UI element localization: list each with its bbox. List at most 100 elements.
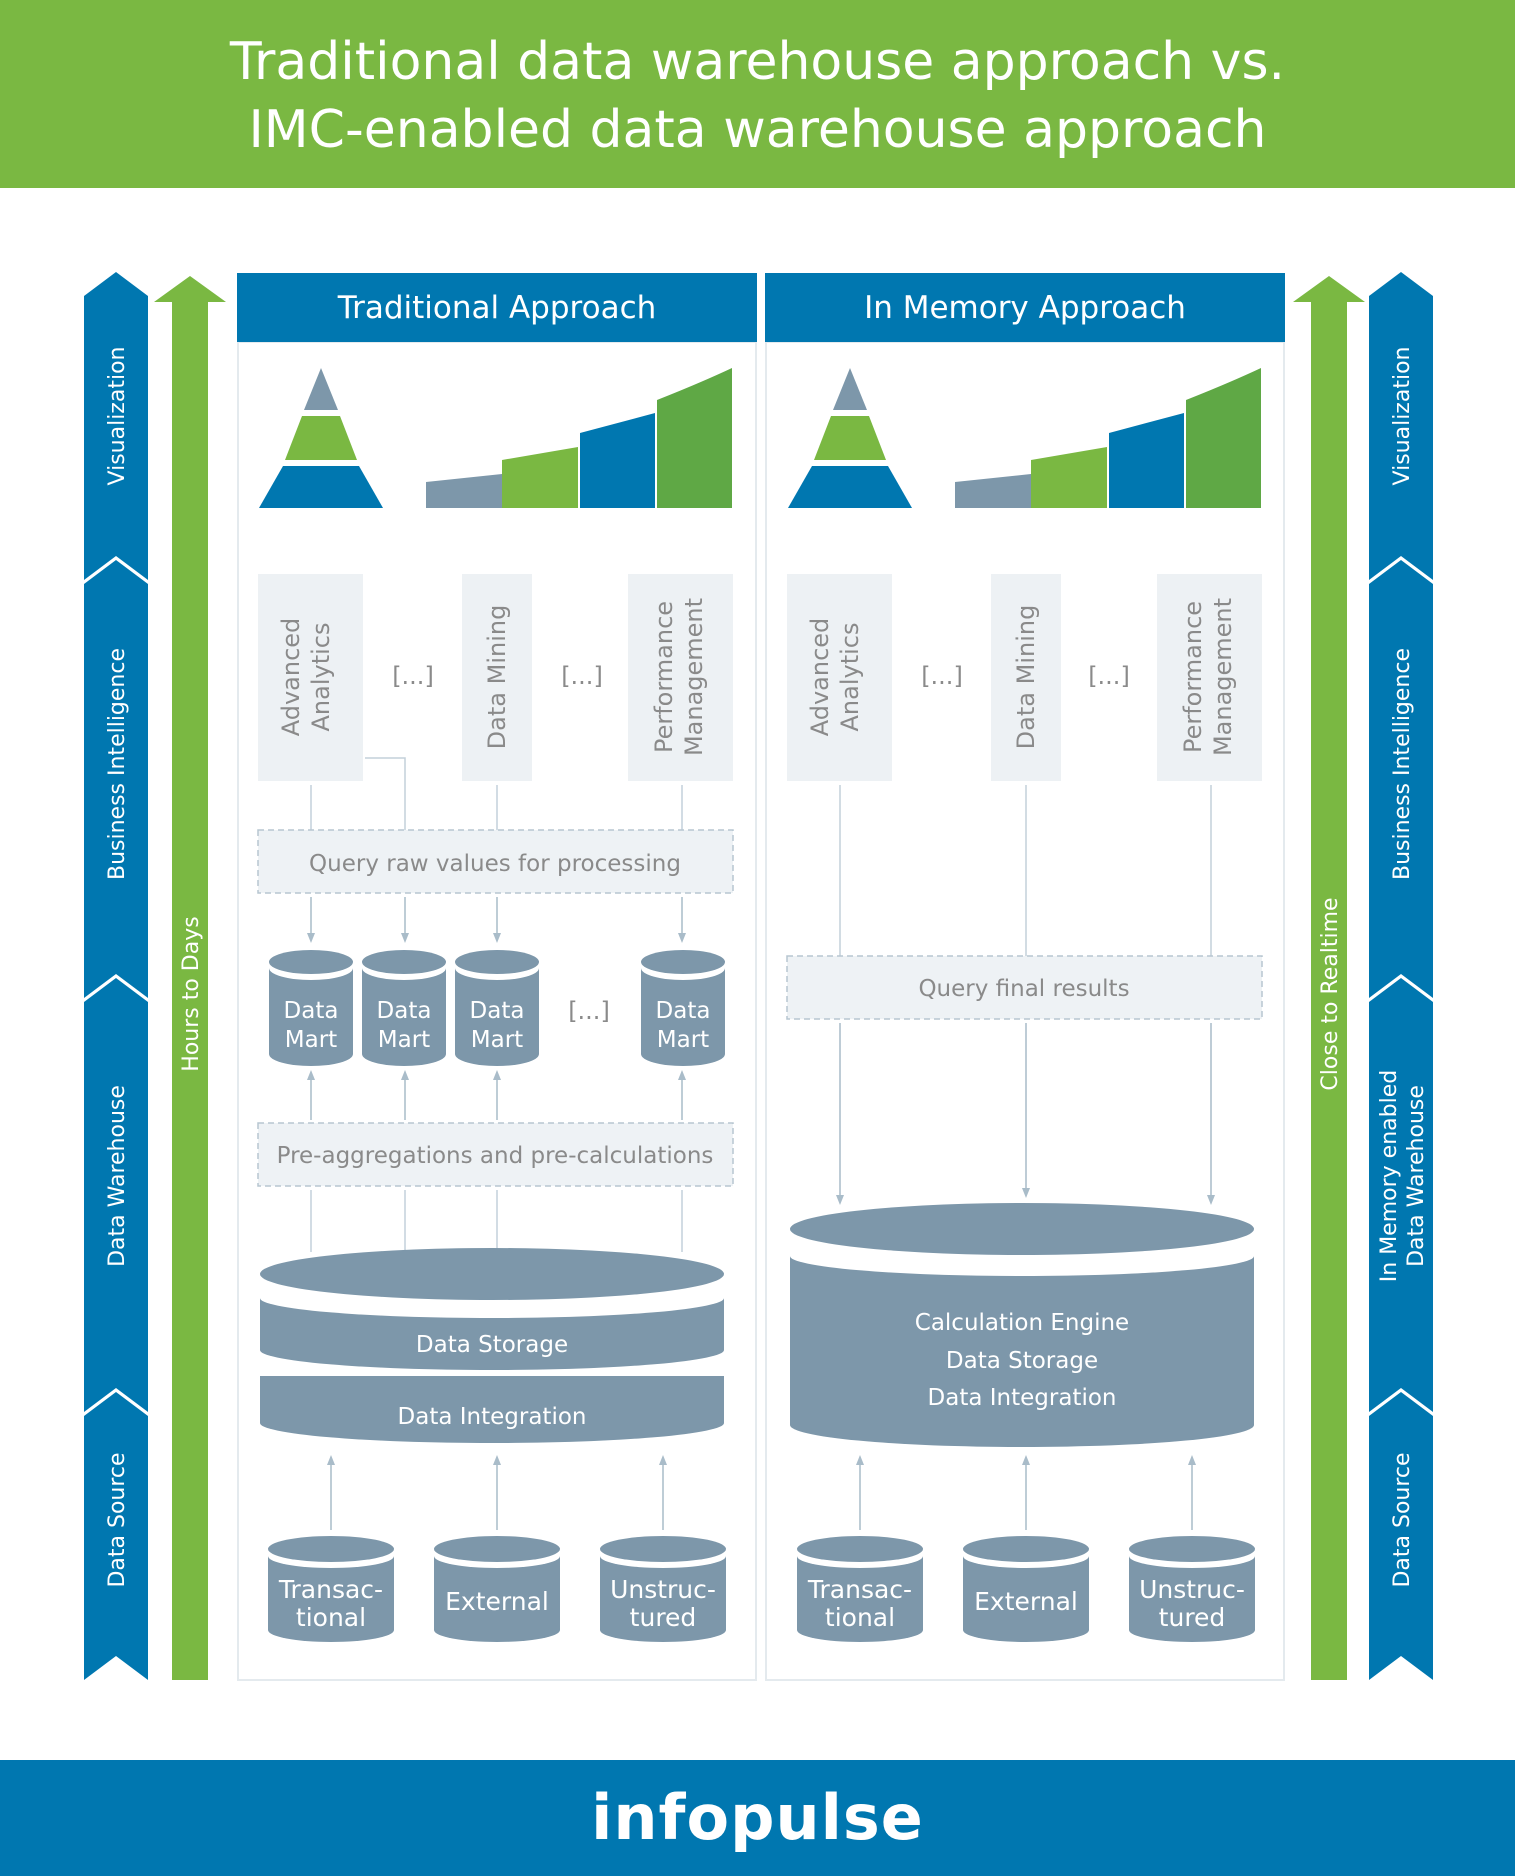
traditional-title: Traditional Approach <box>337 290 657 326</box>
bi-tool-advanced-analytics-line2: Analytics <box>836 623 864 732</box>
left-ribbon-visualization <box>84 272 148 580</box>
bi-tool-ellipsis-1: [...] <box>392 662 434 690</box>
storage-connectors <box>310 1190 683 1252</box>
bi-tool-advanced-analytics[interactable] <box>787 574 892 781</box>
infopulse-logo[interactable]: infopulse <box>591 1781 924 1854</box>
left-layer-business-intelligence: Business Intelligence <box>105 648 130 880</box>
in-memory-approach-panel: In Memory Approach Advanced Analytics [.… <box>765 273 1285 1681</box>
engine-data-storage-label: Data Storage <box>946 1348 1098 1374</box>
source-external-label: External <box>974 1587 1078 1616</box>
right-ribbon-visualization <box>1369 272 1433 580</box>
right-layer-data-source: Data Source <box>1390 1452 1415 1587</box>
source-transactional[interactable]: Transac- tional <box>797 1536 923 1642</box>
left-ribbon-data-warehouse <box>84 978 148 1412</box>
source-external[interactable]: External <box>963 1536 1089 1642</box>
hours-to-days-label: Hours to Days <box>179 916 204 1071</box>
source-unstructured[interactable]: Unstruc- tured <box>1129 1536 1255 1642</box>
data-mart-2[interactable]: Data Mart <box>362 950 446 1066</box>
left-layer-data-warehouse: Data Warehouse <box>105 1085 130 1267</box>
query-to-engine-arrows <box>836 1023 1215 1205</box>
data-mart-2-line2: Mart <box>378 1027 430 1053</box>
right-layer-visualization: Visualization <box>1390 347 1415 486</box>
source-to-integration-arrows <box>327 1455 667 1530</box>
bi-tool-data-mining-label: Data Mining <box>1012 605 1040 750</box>
right-ribbon-business-intelligence <box>1369 560 1433 998</box>
bi-tool-ellipsis-1: [...] <box>921 662 963 690</box>
source-unstructured-line1: Unstruc- <box>1139 1575 1245 1604</box>
data-mart-1[interactable]: Data Mart <box>269 950 353 1066</box>
bi-tool-performance-management[interactable] <box>1157 574 1262 781</box>
traditional-approach-panel: Traditional Approach Advanced Analytics … <box>237 273 757 1681</box>
query-final-results-box <box>786 955 1263 1020</box>
source-unstructured-line1: Unstruc- <box>610 1575 716 1604</box>
bi-tool-ellipsis-2: [...] <box>1088 662 1130 690</box>
query-raw-values-label: Query raw values for processing <box>309 851 681 877</box>
right-layer-in-memory-enabled: In Memory enabled <box>1377 1070 1402 1282</box>
source-transactional-line1: Transac- <box>807 1575 912 1604</box>
pre-aggregations-label: Pre-aggregations and pre-calculations <box>277 1143 714 1169</box>
right-ribbon-data-source <box>1369 1392 1433 1680</box>
right-layer-business-intelligence: Business Intelligence <box>1390 648 1415 880</box>
bi-tool-advanced-analytics-line1: Advanced <box>277 618 305 737</box>
source-transactional-line2: tional <box>296 1603 366 1632</box>
bi-tool-performance-management[interactable] <box>628 574 733 781</box>
bi-tool-data-mining[interactable] <box>991 574 1061 781</box>
growth-chart-icon <box>955 368 1261 508</box>
left-ribbon-business-intelligence <box>84 560 148 998</box>
bi-tool-data-mining[interactable] <box>462 574 532 781</box>
left-time-arrow: Hours to Days <box>154 276 226 1680</box>
growth-chart-icon <box>426 368 732 508</box>
close-to-realtime-arrow <box>1293 276 1365 1680</box>
bi-connectors <box>839 785 1212 956</box>
close-to-realtime-label: Close to Realtime <box>1318 897 1343 1090</box>
source-external-label: External <box>445 1587 549 1616</box>
data-mart-ellipsis: [...] <box>568 997 610 1025</box>
left-ribbon-data-source <box>84 1392 148 1680</box>
page-header: Traditional data warehouse approach vs. … <box>0 0 1515 188</box>
query-to-mart-arrows <box>307 897 686 943</box>
bi-tool-performance-management-line1: Performance <box>1179 601 1207 753</box>
traditional-title-bar <box>237 273 757 342</box>
source-transactional-line1: Transac- <box>278 1575 383 1604</box>
bi-tool-performance-management-line1: Performance <box>650 601 678 753</box>
left-layer-visualization: Visualization <box>105 347 130 486</box>
calculation-engine-cylinder[interactable]: Calculation Engine Data Storage Data Int… <box>790 1203 1254 1447</box>
data-mart-3[interactable]: Data Mart <box>455 950 539 1066</box>
page-title-line-2: IMC-enabled data warehouse approach <box>248 100 1267 160</box>
pyramid-icon <box>788 368 912 508</box>
hours-to-days-arrow <box>154 276 226 1680</box>
right-ribbon-data-warehouse <box>1369 978 1433 1412</box>
bi-tool-advanced-analytics-line1: Advanced <box>806 618 834 737</box>
data-mart-4[interactable]: Data Mart <box>641 950 725 1066</box>
engine-data-integration-label: Data Integration <box>928 1385 1117 1411</box>
bi-tool-advanced-analytics-line2: Analytics <box>307 623 335 732</box>
source-external[interactable]: External <box>434 1536 560 1642</box>
bi-tool-advanced-analytics[interactable] <box>258 574 363 781</box>
bi-tool-data-mining-label: Data Mining <box>483 605 511 750</box>
calculation-engine-label: Calculation Engine <box>915 1310 1129 1336</box>
left-layer-data-source: Data Source <box>105 1452 130 1587</box>
data-mart-4-line1: Data <box>656 998 711 1024</box>
preagg-to-mart-arrows <box>307 1070 686 1120</box>
data-mart-3-line1: Data <box>470 998 525 1024</box>
data-storage-cylinder[interactable]: Data Storage Data Integration <box>260 1248 724 1443</box>
query-final-results-label: Query final results <box>918 976 1129 1002</box>
page-title-line-1: Traditional data warehouse approach vs. <box>229 32 1286 92</box>
source-transactional-line2: tional <box>825 1603 895 1632</box>
source-unstructured[interactable]: Unstruc- tured <box>600 1536 726 1642</box>
data-mart-4-line2: Mart <box>657 1027 709 1053</box>
right-time-arrow: Close to Realtime <box>1293 276 1365 1680</box>
in-memory-title-bar <box>765 273 1285 342</box>
bi-tool-performance-management-line2: Management <box>680 598 708 756</box>
source-to-engine-arrows <box>856 1455 1196 1530</box>
source-transactional[interactable]: Transac- tional <box>268 1536 394 1642</box>
data-mart-2-line1: Data <box>377 998 432 1024</box>
bi-tool-performance-management-line2: Management <box>1209 598 1237 756</box>
data-mart-1-line1: Data <box>284 998 339 1024</box>
in-memory-title: In Memory Approach <box>864 290 1186 326</box>
data-mart-3-line2: Mart <box>471 1027 523 1053</box>
right-layer-data-warehouse: Data Warehouse <box>1404 1085 1429 1267</box>
data-storage-label: Data Storage <box>416 1332 568 1358</box>
pre-aggregations-box <box>257 1122 734 1187</box>
